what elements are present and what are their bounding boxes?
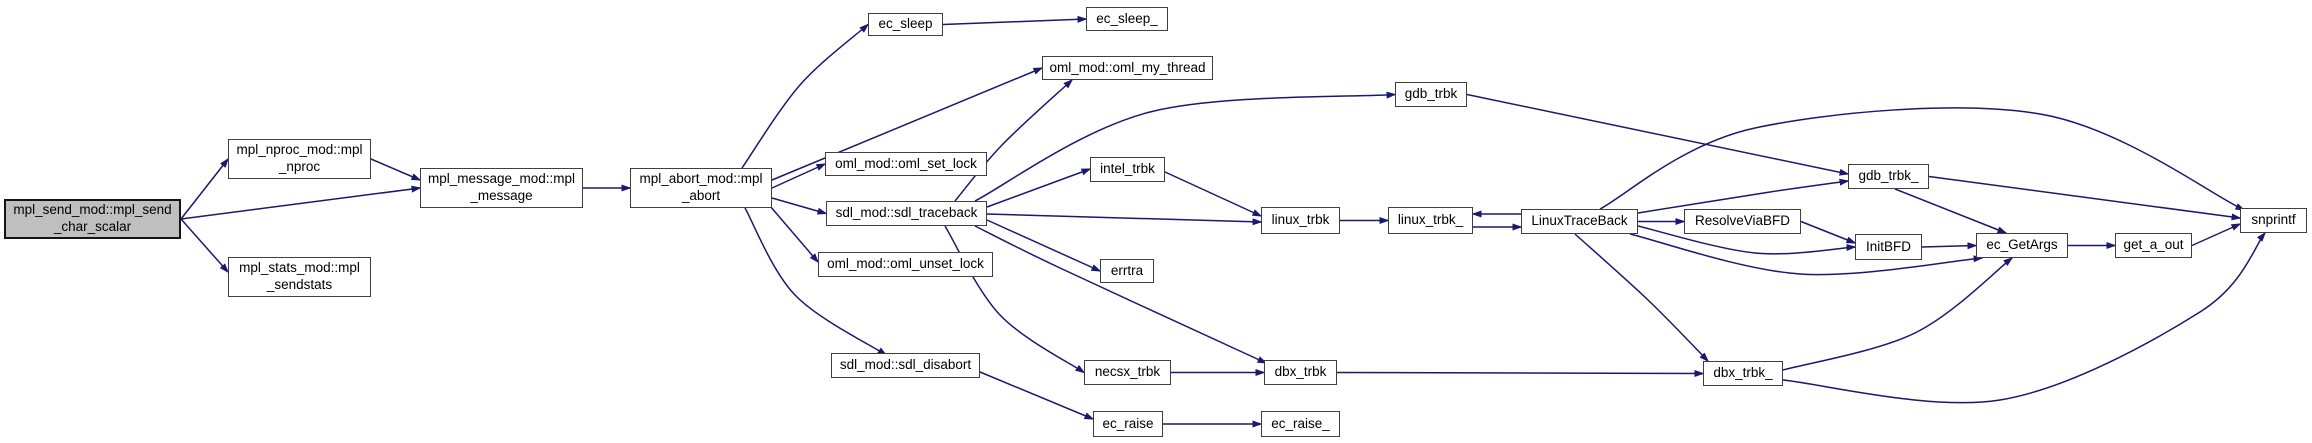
node-label: sdl_mod::sdl_traceback: [835, 205, 978, 221]
node-linux_trbk[interactable]: linux_trbk: [1261, 207, 1340, 234]
edge-sdl_disabort-to-ec_raise: [979, 371, 1095, 420]
node-label: ec_raise_: [1271, 415, 1330, 431]
node-label: linux_trbk_: [1397, 212, 1464, 228]
node-errtra[interactable]: errtra: [1100, 259, 1154, 283]
edge-mpl_send-to-mpl_nproc: [180, 157, 229, 220]
node-oml_unset_lock[interactable]: oml_mod::oml_unset_lock: [818, 252, 993, 277]
node-ec_raise[interactable]: ec_raise: [1093, 411, 1163, 437]
edge-sdl_traceback-to-dbx_trbk: [974, 225, 1268, 364]
node-dbx_trbk_[interactable]: dbx_trbk_: [1703, 361, 1783, 386]
node-label: get_a_out: [2123, 237, 2184, 253]
node-label: intel_trbk: [1100, 161, 1155, 177]
node-label: oml_mod::oml_unset_lock: [827, 256, 984, 272]
edge-LinuxTraceBack-to-snprintf: [1599, 107, 2246, 211]
node-label: errtra: [1110, 262, 1144, 278]
node-ec_raise_[interactable]: ec_raise_: [1261, 411, 1340, 437]
edge-dbx_trbk_-to-snprintf: [1782, 231, 2266, 404]
edge-dbx_trbk_-to-ec_GetArgs: [1782, 257, 2014, 371]
node-label: ec_raise: [1102, 415, 1154, 431]
node-mpl_nproc[interactable]: mpl_nproc_mod::mpl _nproc: [228, 139, 371, 179]
node-label: ec_GetArgs: [1986, 237, 2058, 253]
node-label: linux_trbk: [1271, 212, 1330, 228]
node-InitBFD[interactable]: InitBFD: [1855, 234, 1922, 260]
node-label: mpl_nproc_mod::mpl _nproc: [236, 142, 363, 174]
node-dbx_trbk[interactable]: dbx_trbk: [1264, 360, 1337, 385]
edge-sdl_traceback-to-necsx_trbk: [944, 225, 1086, 374]
node-gdb_trbk_[interactable]: gdb_trbk_: [1848, 164, 1929, 189]
edge-InitBFD-to-ec_GetArgs: [1921, 242, 1978, 250]
node-label: ec_sleep_: [1096, 10, 1158, 26]
node-label: ec_sleep: [878, 16, 933, 32]
node-ec_GetArgs[interactable]: ec_GetArgs: [1976, 233, 2068, 258]
node-necsx_trbk[interactable]: necsx_trbk: [1084, 360, 1171, 385]
node-label: ResolveViaBFD: [1694, 213, 1791, 229]
node-ec_sleep_[interactable]: ec_sleep_: [1086, 7, 1168, 31]
node-label: necsx_trbk: [1094, 364, 1161, 380]
node-sdl_traceback[interactable]: sdl_mod::sdl_traceback: [826, 201, 987, 226]
node-label: LinuxTraceBack: [1531, 213, 1628, 229]
edge-mpl_abort-to-oml_set_lock: [771, 163, 827, 189]
node-LinuxTraceBack[interactable]: LinuxTraceBack: [1521, 209, 1638, 234]
node-oml_my_thread[interactable]: oml_mod::oml_my_thread: [1042, 56, 1213, 80]
edge-LinuxTraceBack-to-ec_GetArgs: [1629, 233, 1984, 276]
edge-mpl_abort-to-oml_unset_lock: [769, 205, 819, 264]
node-label: mpl_send_mod::mpl_send _char_scalar: [13, 202, 172, 234]
node-mpl_message[interactable]: mpl_message_mod::mpl _message: [420, 168, 583, 208]
edge-mpl_send-to-mpl_sendstats: [180, 218, 229, 274]
node-label: snprintf: [2251, 212, 2296, 228]
edge-gdb_trbk_-to-snprintf: [1928, 175, 2242, 221]
edge-mpl_send-to-mpl_message: [180, 185, 422, 220]
node-mpl_sendstats[interactable]: mpl_stats_mod::mpl _sendstats: [228, 257, 371, 297]
edge-gdb_trbk_-to-ec_GetArgs: [1894, 188, 2008, 234]
node-label: dbx_trbk: [1274, 364, 1327, 380]
edge-sdl_traceback-to-oml_my_thread: [954, 78, 1074, 202]
edge-mpl_abort-to-ec_sleep: [741, 23, 870, 169]
edge-LinuxTraceBack-to-gdb_trbk_: [1637, 178, 1850, 214]
node-label: gdb_trbk_: [1858, 168, 1919, 184]
node-intel_trbk[interactable]: intel_trbk: [1090, 157, 1165, 182]
node-label: gdb_trbk: [1404, 86, 1458, 102]
edge-sdl_traceback-to-intel_trbk: [986, 168, 1092, 208]
node-label: sdl_mod::sdl_disabort: [839, 357, 972, 373]
edge-mpl_abort-to-sdl_disabort: [744, 207, 888, 356]
node-label: oml_mod::oml_set_lock: [835, 155, 977, 171]
node-label: dbx_trbk_: [1713, 365, 1773, 381]
node-label: mpl_abort_mod::mpl _abort: [639, 171, 763, 203]
node-label: oml_mod::oml_my_thread: [1049, 59, 1206, 75]
node-label: InitBFD: [1865, 238, 1911, 254]
edge-LinuxTraceBack-to-dbx_trbk_: [1574, 233, 1710, 363]
node-mpl_send: mpl_send_mod::mpl_send _char_scalar: [4, 199, 181, 239]
edge-sdl_traceback-to-gdb_trbk: [974, 91, 1397, 202]
node-ResolveViaBFD[interactable]: ResolveViaBFD: [1684, 209, 1801, 234]
edge-mpl_abort-to-oml_my_thread: [771, 67, 1044, 181]
node-gdb_trbk[interactable]: gdb_trbk: [1395, 82, 1467, 107]
edge-sdl_traceback-to-errtra: [986, 219, 1102, 272]
edge-LinuxTraceBack-to-InitBFD: [1637, 225, 1857, 255]
node-mpl_abort[interactable]: mpl_abort_mod::mpl _abort: [630, 168, 772, 208]
edge-ResolveViaBFD-to-InitBFD: [1800, 220, 1857, 244]
edge-mpl_abort-to-sdl_traceback: [771, 197, 828, 215]
edge-get_a_out-to-snprintf: [2191, 223, 2242, 247]
node-label: mpl_stats_mod::mpl _sendstats: [239, 260, 360, 292]
edge-dbx_trbk-to-dbx_trbk_: [1336, 369, 1705, 377]
edge-sdl_traceback-to-linux_trbk: [986, 213, 1263, 226]
edge-gdb_trbk-to-gdb_trbk_: [1466, 93, 1850, 176]
node-get_a_out[interactable]: get_a_out: [2115, 233, 2192, 258]
edges-group: [180, 15, 2266, 428]
edge-ec_sleep-to-ec_sleep_: [942, 15, 1088, 26]
node-linux_trbk_[interactable]: linux_trbk_: [1388, 207, 1473, 234]
node-oml_set_lock[interactable]: oml_mod::oml_set_lock: [825, 152, 987, 176]
node-snprintf[interactable]: snprintf: [2240, 208, 2307, 233]
edge-mpl_nproc-to-mpl_message: [370, 158, 422, 181]
node-sdl_disabort[interactable]: sdl_mod::sdl_disabort: [831, 353, 980, 378]
node-ec_sleep[interactable]: ec_sleep: [868, 13, 943, 36]
node-label: mpl_message_mod::mpl _message: [427, 171, 576, 203]
edge-intel_trbk-to-linux_trbk: [1164, 171, 1263, 217]
